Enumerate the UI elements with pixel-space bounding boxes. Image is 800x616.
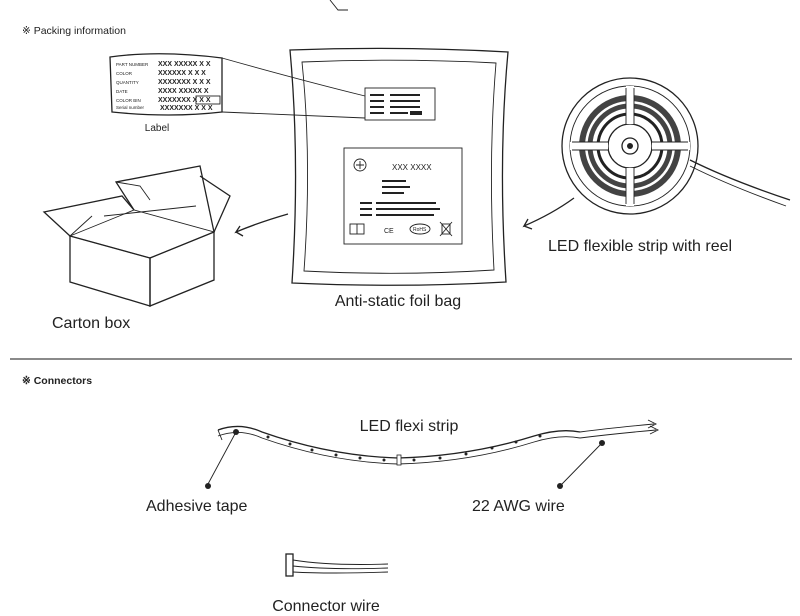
svg-text:XXXXXXX X X X: XXXXXXX X X X bbox=[160, 105, 213, 112]
flexi-strip bbox=[217, 419, 660, 466]
arrow-bag-to-box bbox=[234, 213, 289, 237]
label-caption: Label bbox=[145, 123, 169, 134]
foil-bag: XXX XXXX CE RoHS bbox=[289, 47, 509, 286]
label-card: PART NUMBER COLOR QUANTITY DATE COLOR BI… bbox=[109, 53, 223, 116]
arrow-reel-to-bag bbox=[522, 197, 575, 230]
foil-bag-label: Anti-static foil bag bbox=[335, 293, 461, 310]
adhesive-tape-label: Adhesive tape bbox=[146, 498, 248, 515]
svg-text:Serial number: Serial number bbox=[116, 105, 145, 110]
svg-text:COLOR: COLOR bbox=[116, 71, 133, 76]
svg-text:RoHS: RoHS bbox=[413, 227, 427, 233]
svg-text:COLOR BIN: COLOR BIN bbox=[116, 98, 141, 103]
svg-text:XXX XXXXX X X: XXX XXXXX X X bbox=[158, 61, 211, 68]
led-reel bbox=[561, 77, 791, 215]
svg-text:CE: CE bbox=[384, 228, 394, 235]
flexi-strip-label: LED flexi strip bbox=[360, 418, 459, 435]
svg-text:DATE: DATE bbox=[116, 89, 128, 94]
svg-text:XXXXXXX X X X: XXXXXXX X X X bbox=[158, 79, 211, 86]
awg-wire-leader bbox=[561, 442, 603, 485]
svg-text:XXXXXX X X X: XXXXXX X X X bbox=[158, 70, 206, 77]
section-title-packing: ※ Packing information bbox=[22, 25, 126, 37]
label-line-bottom bbox=[221, 111, 366, 119]
svg-text:PART NUMBER: PART NUMBER bbox=[116, 62, 149, 67]
carton-box-drawing bbox=[42, 165, 231, 307]
svg-text:QUANTITY: QUANTITY bbox=[116, 80, 139, 85]
svg-text:XXXXXXX X X X: XXXXXXX X X X bbox=[158, 97, 211, 104]
section-title-connectors: ※ Connectors bbox=[22, 375, 92, 387]
awg-wire-label: 22 AWG wire bbox=[472, 498, 565, 515]
svg-text:XXX XXXX: XXX XXXX bbox=[392, 163, 432, 172]
connector-wire-label: Connector wire bbox=[272, 598, 380, 615]
top-mark bbox=[329, 0, 348, 11]
adhesive-tape-leader bbox=[207, 431, 237, 485]
carton-box-label: Carton box bbox=[52, 315, 130, 332]
svg-text:XXXX XXXXX X: XXXX XXXXX X bbox=[158, 88, 209, 95]
label-line-top bbox=[221, 57, 366, 97]
strip-reel-label: LED flexible strip with reel bbox=[548, 238, 732, 255]
connector-wire-drawing bbox=[285, 553, 389, 577]
